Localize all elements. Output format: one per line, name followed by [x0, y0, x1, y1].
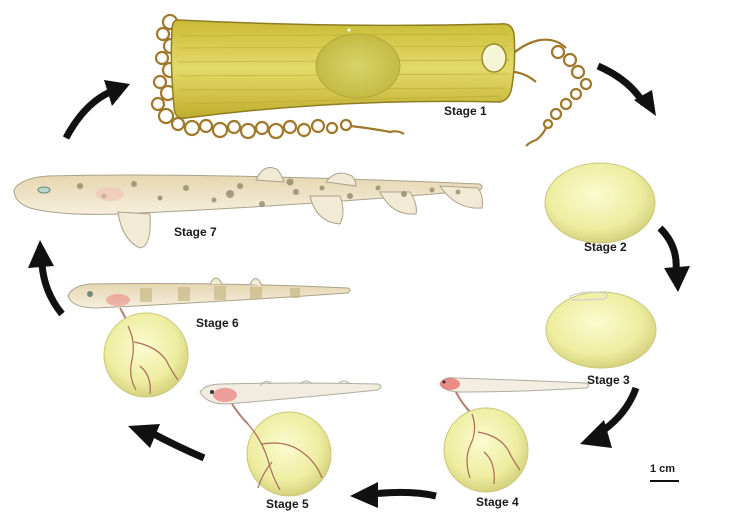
stage-6-label: Stage 6: [196, 316, 239, 330]
stage-5-label: Stage 5: [266, 497, 309, 511]
stage-3-label: Stage 3: [587, 373, 630, 387]
cycle-arrow-icon: [350, 482, 437, 508]
stage-6-juvenile-yolk: [67, 277, 351, 398]
stage-1-label: Stage 1: [444, 104, 487, 118]
stage-2-label: Stage 2: [584, 240, 627, 254]
embryo-silhouette: [315, 33, 401, 99]
stage-2-yolk: [544, 162, 656, 244]
cycle-arrow-icon: [128, 424, 206, 462]
stage-3-yolk-embryo: [545, 291, 657, 369]
left-tendrils: [150, 13, 405, 140]
cycle-arrow-icon: [657, 225, 690, 292]
case-horn-opening: [481, 43, 507, 73]
scale-bar-label: 1 cm: [650, 463, 676, 475]
cycle-arrows: [28, 62, 690, 508]
stage-5-embryo-yolk: [199, 380, 382, 497]
stage-7-hatchling: [13, 167, 483, 249]
stage-7-label: Stage 7: [174, 225, 217, 239]
cycle-arrow-icon: [596, 62, 656, 116]
cycle-arrow-icon: [28, 240, 65, 317]
stage-4-label: Stage 4: [476, 495, 519, 509]
cycle-arrow-icon: [62, 80, 130, 140]
cycle-arrow-icon: [580, 386, 640, 448]
stage-1-egg-case: [150, 13, 593, 147]
right-tendrils: [504, 38, 593, 147]
stage-4-embryo-yolk: [439, 377, 590, 493]
